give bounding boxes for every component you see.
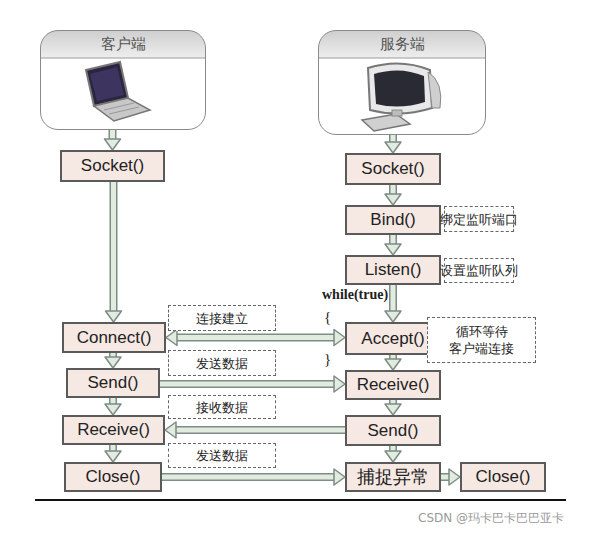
function-name: Close() <box>476 467 531 487</box>
edge-label: 发送数据 <box>168 443 276 468</box>
arrow-head <box>385 311 401 322</box>
flow-arrow <box>385 446 401 462</box>
flow-arrow <box>385 355 401 370</box>
arrow-head <box>165 422 176 438</box>
arrow-shaft-fill <box>176 335 335 340</box>
process-box: 捕捉异常 <box>345 462 441 492</box>
function-name: Accept() <box>361 329 424 349</box>
flow-arrow <box>441 469 460 485</box>
header-title: 客户端 <box>41 35 205 54</box>
arrow-head <box>385 451 401 462</box>
process-box: Socket() <box>345 153 441 185</box>
arrow-head <box>105 404 121 415</box>
arrow-head <box>449 469 460 485</box>
arrow-shaft <box>389 285 397 312</box>
flow-arrow <box>385 185 401 205</box>
arrow-head <box>166 330 177 346</box>
edge-label: 发送数据 <box>168 350 276 376</box>
arrow-shaft-fill <box>162 475 335 480</box>
arrow-head <box>334 469 345 485</box>
arrow-shaft-fill <box>175 428 345 433</box>
watermark: CSDN @玛卡巴卡巴巴亚卡 <box>418 510 564 527</box>
function-name: Send() <box>87 373 138 393</box>
arrow-head <box>385 244 401 255</box>
arrow-shaft <box>160 380 335 388</box>
header-title: 服务端 <box>319 35 485 54</box>
arrow-head <box>385 142 401 153</box>
flow-arrow <box>160 376 345 392</box>
process-box: Close() <box>460 462 546 492</box>
flow-arrow <box>105 398 121 415</box>
function-name: Connect() <box>77 328 152 348</box>
flow-arrow <box>385 135 401 153</box>
arrow-shaft-fill <box>111 182 116 312</box>
process-box: Receive() <box>345 370 441 400</box>
arrow-shaft <box>162 473 335 481</box>
flow-arrow <box>162 469 345 485</box>
flow-arrow <box>105 445 121 462</box>
arrow-shaft-fill <box>160 382 335 387</box>
flow-arrow <box>105 353 121 368</box>
loop-marker: } <box>324 351 331 368</box>
process-box: Listen() <box>345 255 441 285</box>
function-name: Listen() <box>365 260 422 280</box>
arrow-head <box>105 451 121 462</box>
flow-arrow <box>106 182 122 322</box>
arrow-head <box>106 311 122 322</box>
desktop-icon <box>362 63 441 131</box>
function-name: Close() <box>86 467 141 487</box>
arrow-head <box>105 357 121 368</box>
endpoint-header: 客户端 <box>40 30 206 130</box>
function-name: Socket() <box>81 156 144 176</box>
arrow-head <box>334 330 345 346</box>
process-box: Close() <box>64 462 162 492</box>
flow-arrow <box>385 400 401 415</box>
loop-marker: while(true) <box>322 287 388 303</box>
function-name: Bind() <box>370 210 415 230</box>
endpoint-header: 服务端 <box>318 30 486 135</box>
annotation-note: 循环等待 客户端连接 <box>427 317 536 363</box>
process-box: Receive() <box>62 415 165 445</box>
flow-arrow <box>165 422 345 438</box>
flow-arrow <box>385 235 401 255</box>
function-name: Receive() <box>357 375 430 395</box>
arrow-head <box>385 404 401 415</box>
process-box: Send() <box>345 415 441 446</box>
arrow-shaft <box>175 426 345 434</box>
edge-label: 连接建立 <box>168 305 276 331</box>
annotation-note: 绑定监听端口 <box>444 206 514 232</box>
arrow-head <box>334 376 345 392</box>
process-box: Send() <box>66 368 160 398</box>
arrow-shaft-fill <box>391 285 396 312</box>
function-name: Socket() <box>361 159 424 179</box>
process-box: Socket() <box>60 150 165 182</box>
flow-arrow <box>166 330 345 346</box>
process-box: Bind() <box>345 205 441 235</box>
arrow-head <box>105 139 121 150</box>
function-name: 捕捉异常 <box>357 465 429 489</box>
flow-arrow <box>105 130 121 150</box>
function-name: Send() <box>367 421 418 441</box>
annotation-note: 设置监听队列 <box>444 258 514 283</box>
laptop-icon <box>86 62 150 121</box>
arrow-shaft <box>110 182 118 312</box>
loop-marker: { <box>324 309 331 326</box>
function-name: Receive() <box>77 420 150 440</box>
arrow-head <box>385 359 401 370</box>
arrow-shaft <box>176 334 335 342</box>
arrow-head <box>385 194 401 205</box>
baseline-rule <box>35 499 566 501</box>
edge-label: 接收数据 <box>168 395 276 419</box>
process-box: Connect() <box>62 322 166 353</box>
